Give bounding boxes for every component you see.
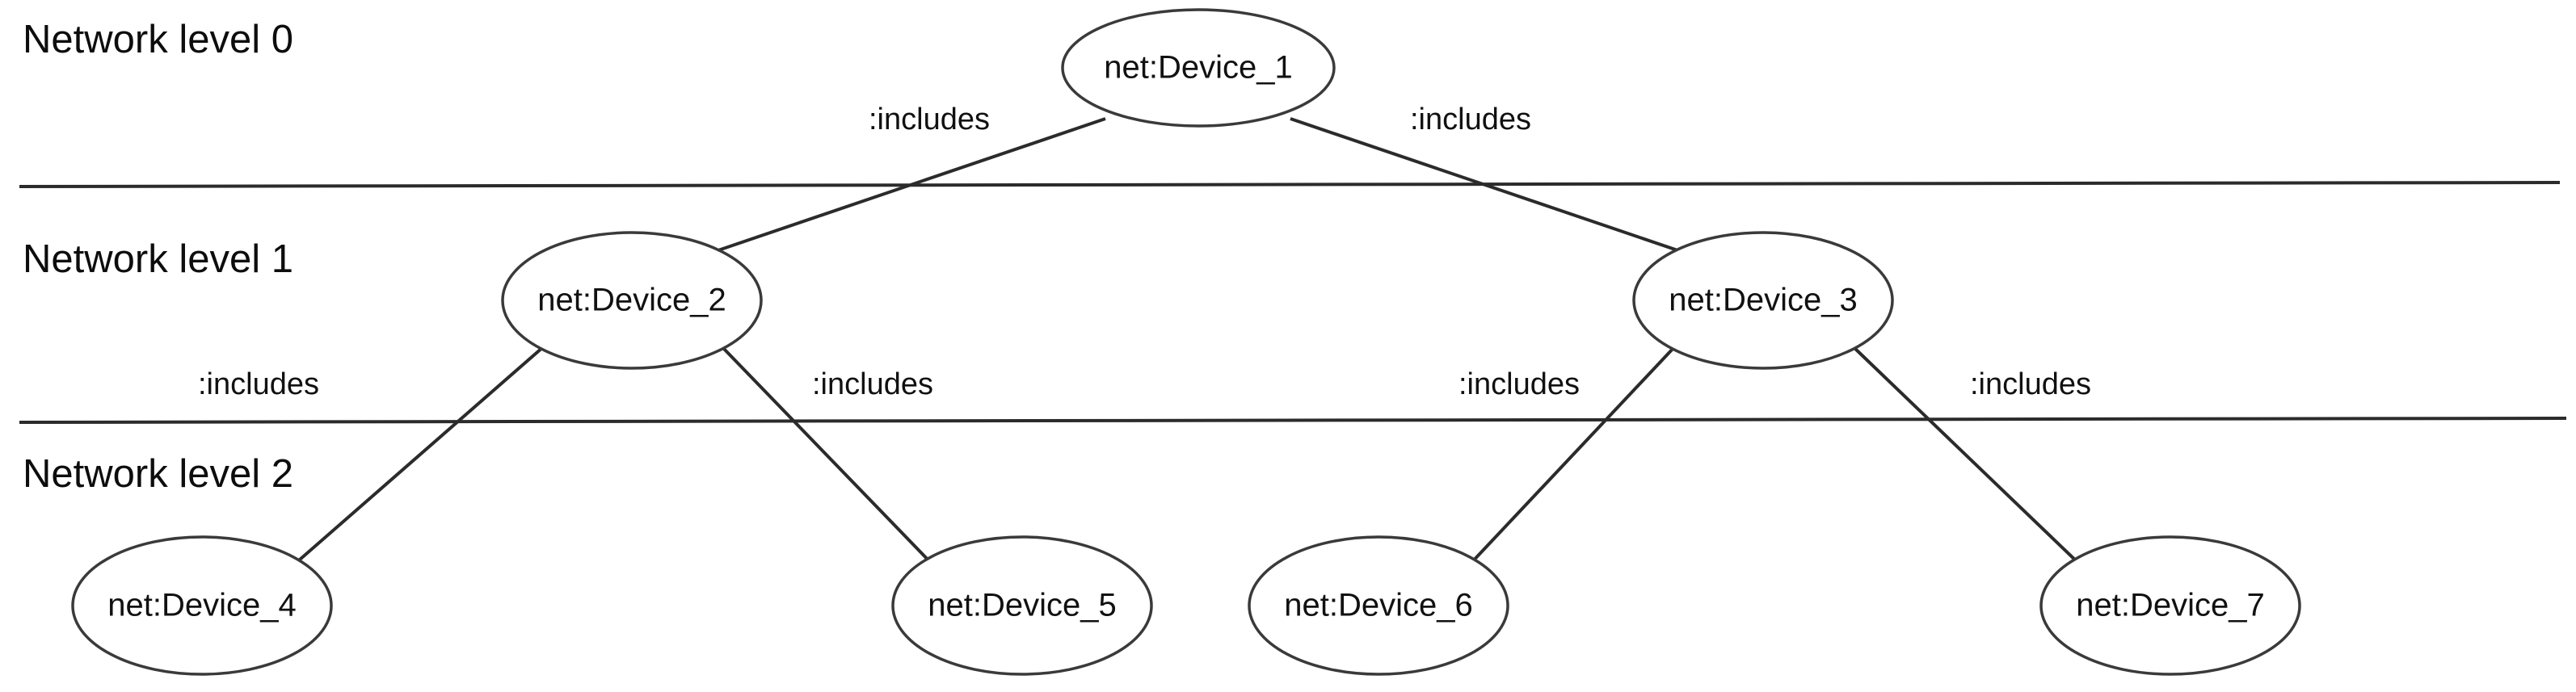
node-label-device_3: net:Device_3 — [1669, 283, 1857, 318]
band-label-level-2: Network level 2 — [23, 452, 293, 496]
node-label-device_5: net:Device_5 — [928, 588, 1116, 623]
node-ellipse-device_6[interactable] — [1248, 535, 1509, 676]
node-device_7[interactable]: net:Device_7 — [2039, 535, 2301, 676]
node-device_5[interactable]: net:Device_5 — [891, 535, 1153, 676]
edge-label-device_1-to-device_3: :includes — [1410, 103, 1531, 136]
band-label-level-1: Network level 1 — [23, 237, 293, 281]
node-label-device_6: net:Device_6 — [1284, 588, 1472, 623]
node-device_1[interactable]: net:Device_1 — [1061, 8, 1336, 128]
node-label-device_2: net:Device_2 — [537, 283, 726, 318]
edge-device_1-to-device_2[interactable] — [710, 117, 1106, 254]
node-device_2[interactable]: net:Device_2 — [501, 231, 763, 370]
node-ellipse-device_3[interactable] — [1632, 231, 1894, 370]
node-device_4[interactable]: net:Device_4 — [71, 535, 333, 676]
node-label-device_4: net:Device_4 — [107, 588, 296, 623]
divider-level0-level1 — [19, 181, 2561, 188]
node-ellipse-device_1[interactable] — [1061, 8, 1336, 128]
edge-device_1-to-device_3[interactable] — [1290, 117, 1686, 254]
edge-group — [292, 117, 2082, 567]
edge-label-device_1-to-device_2: :includes — [869, 103, 990, 136]
edge-device_3-to-device_6[interactable] — [1467, 346, 1676, 567]
edge-label-device_3-to-device_7: :includes — [1970, 367, 2091, 401]
node-device_3[interactable]: net:Device_3 — [1632, 231, 1894, 370]
edge-device_3-to-device_7[interactable] — [1852, 346, 2082, 567]
node-label-device_7: net:Device_7 — [2076, 588, 2264, 623]
node-ellipse-device_2[interactable] — [501, 231, 763, 370]
edge-label-device_3-to-device_6: :includes — [1458, 367, 1580, 401]
node-ellipse-device_5[interactable] — [891, 535, 1153, 676]
node-ellipse-device_4[interactable] — [71, 535, 333, 676]
edge-device_2-to-device_4[interactable] — [292, 346, 545, 567]
edge-device_2-to-device_5[interactable] — [721, 346, 935, 567]
edge-label-group: :includes :includes :includes :includes :inc… — [198, 103, 2091, 401]
divider-level1-level2 — [19, 417, 2567, 424]
node-device_6[interactable]: net:Device_6 — [1248, 535, 1509, 676]
edge-label-device_2-to-device_4: :includes — [198, 367, 319, 401]
edge-label-device_2-to-device_5: :includes — [812, 367, 933, 401]
band-label-group: Network level 0 Network level 1 Network le… — [23, 18, 293, 496]
band-label-level-0: Network level 0 — [23, 18, 293, 61]
node-group: net:Device_1 net:Device_2 net:Device_3 net:… — [71, 8, 2301, 676]
node-ellipse-device_7[interactable] — [2039, 535, 2301, 676]
band-divider-group — [19, 181, 2567, 424]
node-label-device_1: net:Device_1 — [1104, 50, 1292, 86]
